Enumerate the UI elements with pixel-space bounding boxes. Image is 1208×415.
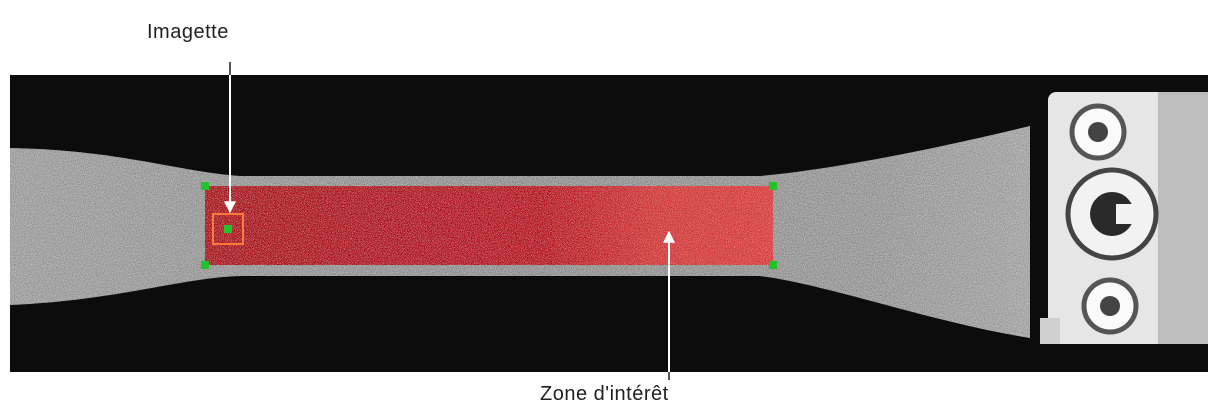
imagette-box[interactable] <box>212 213 244 245</box>
roi-handle-bottom-right[interactable] <box>769 261 777 269</box>
grip-clamp <box>1040 92 1208 344</box>
roi-handle-bottom-left[interactable] <box>201 261 209 269</box>
roi-rectangle[interactable] <box>205 186 773 265</box>
zone-label: Zone d'intérêt <box>540 383 669 405</box>
roi-handle-top-right[interactable] <box>769 182 777 190</box>
imagette-label: Imagette <box>147 21 229 43</box>
imagette-center-point <box>224 225 232 233</box>
roi-handle-top-left[interactable] <box>201 182 209 190</box>
